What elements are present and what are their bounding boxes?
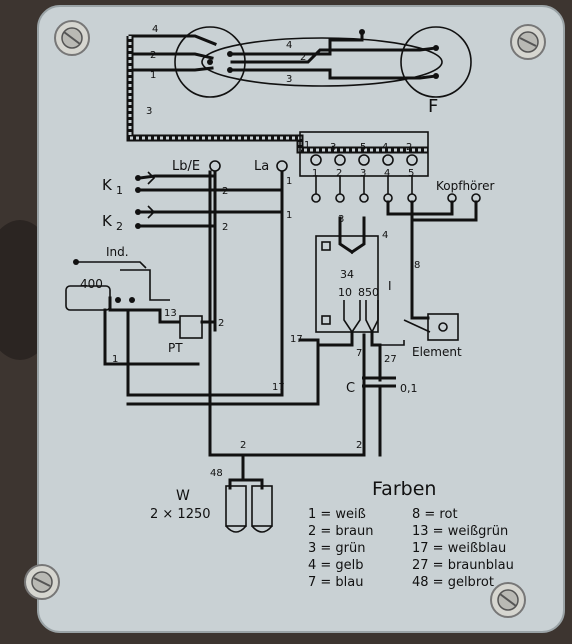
wirenum: 27 — [384, 354, 397, 365]
capacitor-c — [362, 376, 396, 457]
wirenum: 3 — [286, 74, 292, 85]
wirenum: 4 — [384, 168, 390, 179]
label-ind: Ind. — [106, 245, 129, 259]
label-coil-i: I — [388, 279, 392, 293]
wirenum: 2 — [222, 222, 228, 233]
wirenum: 2 — [218, 318, 224, 329]
wire-1-top — [128, 66, 214, 72]
label-kopfhoerer: Kopfhörer — [436, 179, 494, 193]
wire-4-top — [128, 34, 217, 46]
handset-body — [201, 37, 443, 87]
label-cap-c: C — [346, 381, 355, 396]
label-k2: K — [102, 212, 113, 230]
wirenum: 5 — [408, 168, 414, 179]
relay-block — [315, 216, 382, 382]
wirenum: 2 — [406, 142, 412, 153]
indicator-relay — [65, 259, 200, 366]
wirenum: 3 — [338, 214, 344, 225]
wirenum: 2 — [356, 440, 362, 451]
label-coil-10: 10 — [338, 286, 352, 299]
farben-right-3: 27 = braunblau — [412, 558, 514, 573]
label-k1-sub: 1 — [116, 184, 123, 197]
label-w: W — [176, 488, 190, 504]
wirenum: 4 — [382, 230, 388, 241]
label-k1: K — [102, 176, 113, 194]
wire-3-mid — [230, 68, 438, 80]
key-k2 — [135, 205, 284, 229]
wirenum: 2 — [222, 186, 228, 197]
wire-17-bottom — [126, 338, 320, 406]
element-switch — [380, 218, 459, 346]
farben-right-1: 13 = weißgrün — [412, 524, 508, 539]
farben-right-2: 17 = weißblau — [412, 541, 506, 556]
metal-plate — [37, 5, 565, 633]
wirenum: 17 — [290, 334, 303, 345]
wirenum: 3 — [330, 142, 336, 153]
handset — [128, 26, 472, 98]
wire-la — [126, 170, 284, 397]
farben-title: Farben — [372, 478, 436, 500]
farben-legend: 1 = weiß 8 = rot 2 = braun 13 = weißgrün… — [308, 507, 514, 590]
wirenum: 2 — [336, 168, 342, 179]
label-la: La — [254, 159, 269, 174]
key-k1 — [135, 171, 284, 193]
screw-top-left — [54, 20, 90, 56]
label-receiver-f: F — [428, 96, 438, 117]
screw-bottom-right — [490, 582, 526, 618]
wirenum: 1 — [286, 176, 292, 187]
wirenum: 2 — [300, 52, 306, 63]
wire-2-bottom — [208, 170, 366, 457]
farben-left-2: 3 = grün — [308, 541, 366, 556]
wirenum: 17 — [272, 382, 285, 393]
pt-component — [179, 315, 217, 339]
label-coil-850: 850 — [358, 286, 379, 299]
wirenum: 1 — [304, 140, 310, 151]
wecker-w — [225, 453, 273, 533]
wirenum: 1 — [286, 210, 292, 221]
wirenum: 13 — [164, 308, 177, 319]
farben-left-1: 2 = braun — [308, 524, 373, 539]
label-element: Element — [412, 345, 462, 359]
wire-2-mid — [230, 46, 438, 64]
wirenum: 4 — [286, 40, 292, 51]
label-w-value: 2 × 1250 — [150, 507, 211, 522]
farben-left-0: 1 = weiß — [308, 507, 366, 522]
wirenum: 1 — [312, 168, 318, 179]
wire-4-mid — [230, 30, 364, 56]
wirenum: 1 — [112, 354, 118, 365]
label-400: 400 — [80, 277, 103, 291]
farben-left-4: 7 = blau — [308, 575, 364, 590]
farben-right-0: 8 = rot — [412, 507, 458, 522]
label-lb-e: Lb/E — [172, 159, 200, 174]
wirenum: 4 — [152, 24, 158, 35]
farben-right-4: 48 = gelbrot — [412, 575, 494, 590]
wirenum: 5 — [360, 142, 366, 153]
wirenum: 2 — [150, 50, 156, 61]
wirenum: 48 — [210, 468, 223, 479]
wirenum: 2 — [240, 440, 246, 451]
wirenum: 3 — [146, 106, 152, 117]
label-k2-sub: 2 — [116, 220, 123, 233]
kopfhoerer-terminals — [386, 193, 481, 222]
wire-number-labels: 4 2 1 4 2 3 3 1 3 5 4 2 1 2 3 4 5 2 1 2 … — [112, 24, 420, 479]
screw-bottom-left — [24, 564, 60, 600]
farben-left-3: 4 = gelb — [308, 558, 364, 573]
strip-terminals — [310, 154, 418, 203]
wirenum: 7 — [356, 348, 362, 359]
receiver-circle — [400, 26, 472, 98]
screw-top-right — [510, 24, 546, 60]
label-cap-value: 0,1 — [400, 382, 418, 395]
wire-2-top — [128, 52, 214, 60]
wirenum: 4 — [382, 142, 388, 153]
label-pt: PT — [168, 341, 183, 355]
wirenum: 1 — [150, 70, 156, 81]
label-coil-34: 34 — [340, 268, 354, 281]
wirenum: 3 — [360, 168, 366, 179]
wirenum: 8 — [414, 260, 420, 271]
